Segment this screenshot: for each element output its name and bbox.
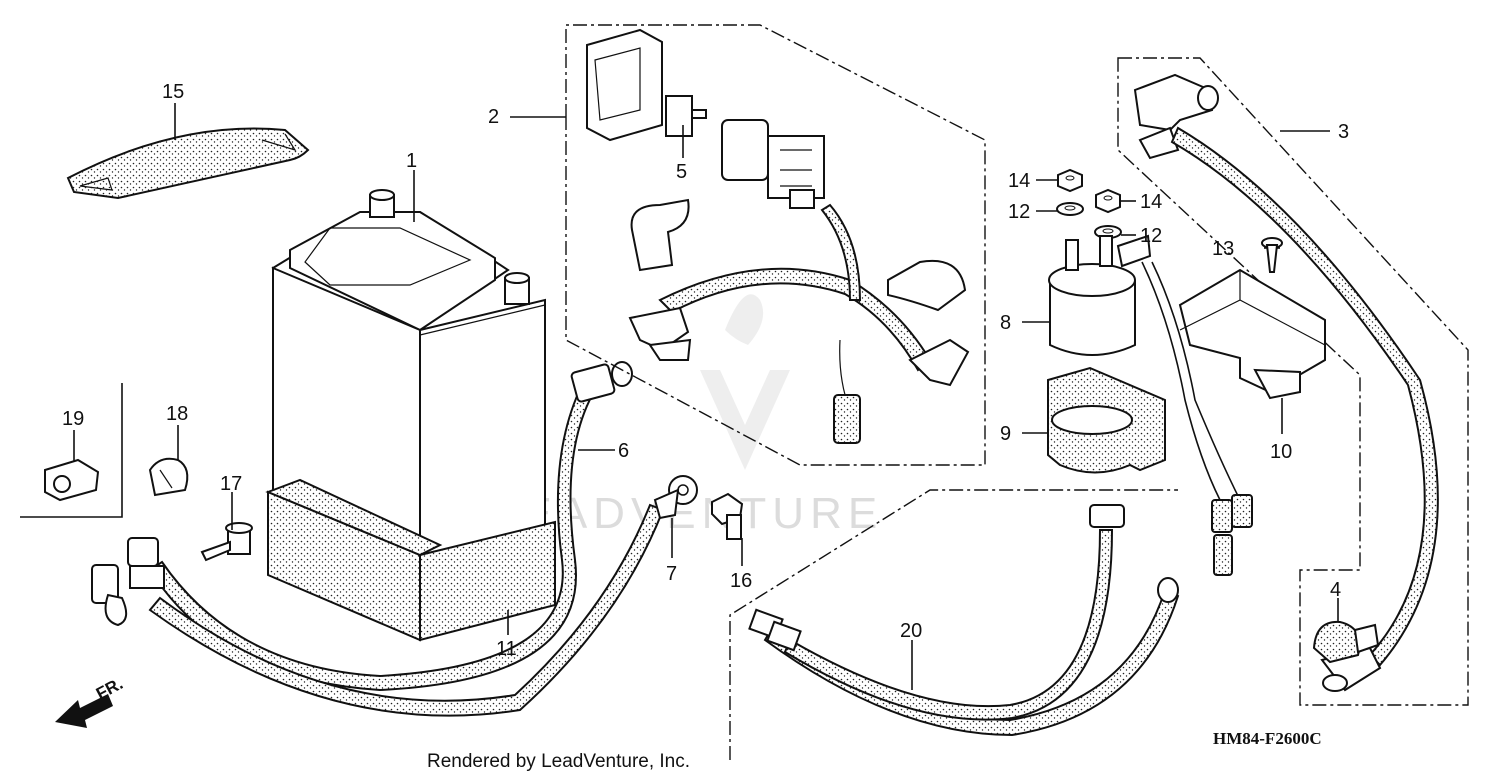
terminal-cap-part-4[interactable] <box>1312 620 1380 664</box>
harness-kit-outline-2 <box>565 24 986 466</box>
relay-wires[interactable] <box>1141 261 1253 576</box>
callout-13: 13 <box>1212 238 1234 260</box>
callout-2: 2 <box>488 106 499 128</box>
wire-connector-block[interactable] <box>721 119 825 209</box>
callout-14-right: 14 <box>1140 191 1162 213</box>
terminal-cap-left[interactable] <box>630 198 690 272</box>
callout-3: 3 <box>1338 121 1349 143</box>
washer-part-12-left[interactable] <box>1056 202 1084 216</box>
battery-strap-part-15[interactable] <box>66 127 310 200</box>
clip-part-18[interactable] <box>148 457 189 497</box>
sub-cable-part-20[interactable] <box>748 504 1180 737</box>
callout-20: 20 <box>900 620 922 642</box>
connector-part-5[interactable] <box>586 28 707 142</box>
callout-1: 1 <box>406 150 417 172</box>
callout-17: 17 <box>220 473 242 495</box>
starter-relay-part-8[interactable] <box>1048 234 1152 356</box>
callout-4: 4 <box>1330 579 1341 601</box>
cable-outline-3 <box>1117 57 1469 706</box>
clip-part-19[interactable] <box>44 458 100 502</box>
battery-pad-part-11[interactable] <box>265 478 556 642</box>
nut-part-14-right[interactable] <box>1095 188 1121 214</box>
nut-part-14-left[interactable] <box>1057 168 1083 193</box>
callout-7: 7 <box>666 563 677 585</box>
callout-8: 8 <box>1000 312 1011 334</box>
relay-cover-part-10[interactable] <box>1178 268 1326 400</box>
callout-18: 18 <box>166 403 188 425</box>
callout-10: 10 <box>1270 441 1292 463</box>
bolt-part-17[interactable] <box>200 522 253 562</box>
callout-19: 19 <box>62 408 84 430</box>
callout-6: 6 <box>618 440 629 462</box>
rendered-by-credit: Rendered by LeadVenture, Inc. <box>427 751 690 772</box>
front-direction-arrow-icon <box>55 694 113 728</box>
screw-part-13[interactable] <box>1261 237 1283 273</box>
ground-cable-part-7[interactable] <box>148 475 698 717</box>
bolt-part-16[interactable] <box>711 492 744 540</box>
drawing-code: HM84-F2600C <box>1213 729 1322 748</box>
harness-cable[interactable] <box>628 203 970 444</box>
relay-mount-part-9[interactable] <box>1047 366 1166 474</box>
callout-14-left: 14 <box>1008 170 1030 192</box>
callout-16: 16 <box>730 570 752 592</box>
cable-outline-20 <box>729 489 1178 760</box>
callout-12-left: 12 <box>1008 201 1030 223</box>
callout-5: 5 <box>676 161 687 183</box>
callout-12-right: 12 <box>1140 225 1162 247</box>
cable-ends-left[interactable] <box>91 537 165 627</box>
callout-9: 9 <box>1000 423 1011 445</box>
callout-11: 11 <box>496 638 517 660</box>
terminal-cap-right[interactable] <box>887 259 967 312</box>
callout-15: 15 <box>162 81 184 103</box>
